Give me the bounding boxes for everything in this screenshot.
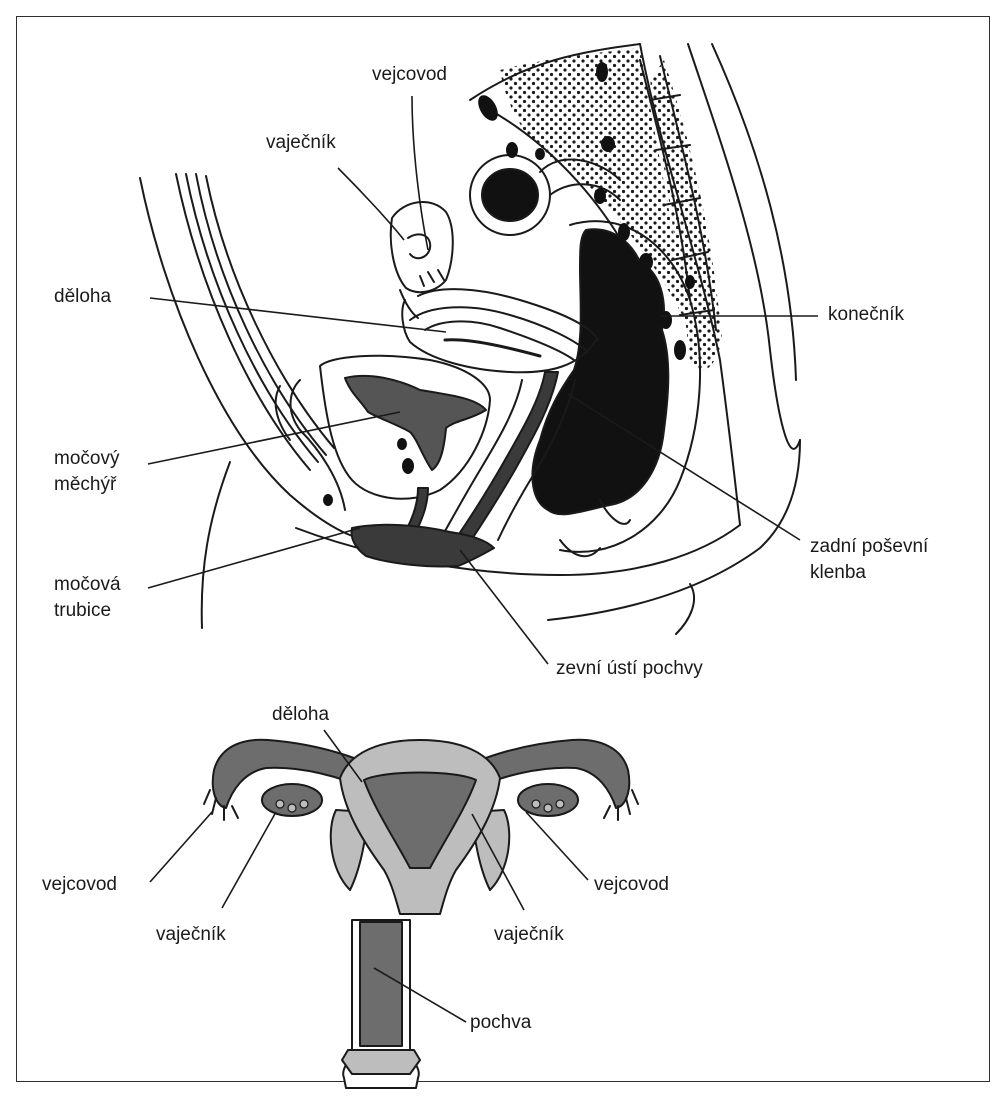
- label-mocovy-mechyr-line1: močový: [54, 448, 119, 470]
- leader-vejcovod-right: [526, 812, 588, 880]
- label-vejcovod-left: vejcovod: [42, 874, 117, 896]
- label-deloha-frontal: děloha: [272, 704, 329, 726]
- label-vajecnik-left: vaječník: [156, 924, 226, 946]
- label-zadni-posevni-klenba-line2: klenba: [810, 562, 866, 584]
- label-mocova-trubice-line2: trubice: [54, 600, 111, 622]
- bladder-fill: [345, 376, 486, 470]
- leader-vajecnik: [338, 168, 404, 240]
- label-deloha: děloha: [54, 286, 111, 308]
- leader-zevni-usti: [460, 550, 548, 664]
- label-vajecnik: vaječník: [266, 132, 336, 154]
- label-vejcovod-right: vejcovod: [594, 874, 669, 896]
- label-zevni-usti-pochvy: zevní ústí pochvy: [556, 658, 703, 680]
- vagina-frontal: [360, 922, 402, 1046]
- leader-mocova-trubice: [148, 528, 360, 588]
- label-vejcovod: vejcovod: [372, 64, 447, 86]
- label-vajecnik-right: vaječník: [494, 924, 564, 946]
- frontal-section: [204, 740, 638, 1088]
- label-zadni-posevni-klenba-line1: zadní poševní: [810, 536, 928, 558]
- label-pochva: pochva: [470, 1012, 531, 1034]
- label-mocovy-mechyr-line2: měchýř: [54, 474, 116, 496]
- label-mocova-trubice-line1: močová: [54, 574, 121, 596]
- leader-vajecnik-left: [222, 812, 276, 908]
- label-konecnik: konečník: [828, 304, 904, 326]
- sagittal-section: [140, 44, 800, 634]
- leader-vejcovod: [412, 96, 428, 250]
- leader-vejcovod-left: [150, 812, 212, 882]
